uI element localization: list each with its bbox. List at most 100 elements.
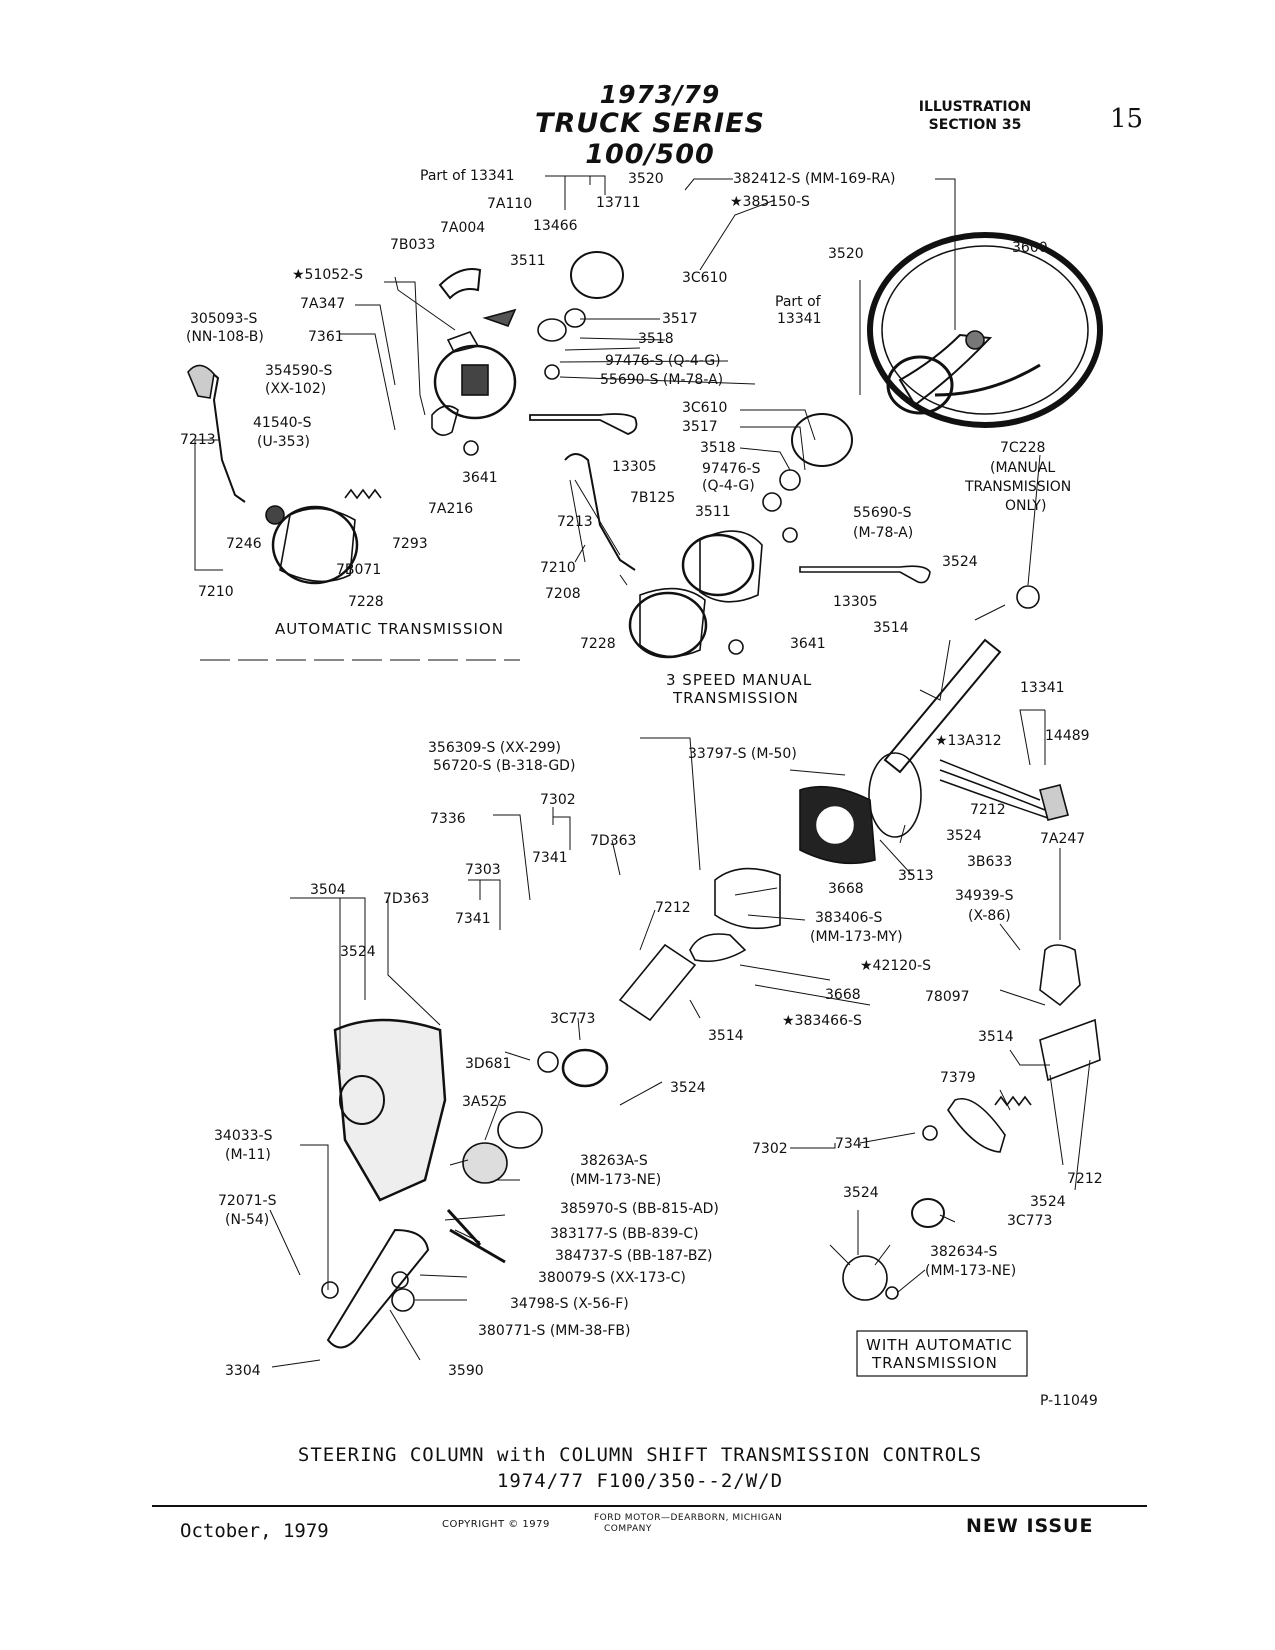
column-clamp-3668 [714,867,781,930]
shift-lever-13305-manual [799,565,931,584]
steering-wheel-spoke [898,333,993,407]
screw-3641 [463,440,479,456]
pin-72071 [321,1281,339,1299]
gear-sector [339,1075,385,1125]
label-13711: 13711 [596,195,641,211]
clamp-3668-lower [689,933,747,963]
label-transmission: TRANSMISSION [964,479,1071,495]
flange-3B633 [868,752,922,838]
label-7210-b: 7210 [540,560,576,576]
label-3524: 3524 [942,554,978,570]
label-p-11049: P-11049 [1040,1393,1098,1409]
footer-date: October, 1979 [180,1520,329,1542]
label-7341: 7341 [532,850,568,866]
label-3511-b: 3511 [695,504,731,520]
page-number: 15 [1110,104,1144,134]
label-13305-b: 13305 [833,594,878,610]
label-q-4-g: (Q-4-G) [702,478,755,494]
label-7a110: 7A110 [487,196,532,212]
label-385150-s: ★385150-S [730,194,810,210]
label-7293: 7293 [392,536,428,552]
footer-company-line2: COMPANY [604,1524,652,1534]
label-7341-c: 7341 [835,1136,871,1152]
footer-copyright: COPYRIGHT © 1979 [442,1519,550,1530]
shift-lever-7B125 [564,453,636,571]
steering-wheel-inner-rim [881,245,1089,415]
label-3518-b: 3518 [700,440,736,456]
retainer-nut [544,364,560,380]
label-13305: 13305 [612,459,657,475]
label-382412-s: 382412-S (MM-169-RA) [733,171,895,187]
label-380771-s: 380771-S (MM-38-FB) [478,1323,631,1339]
label-7302-b: 7302 [752,1141,788,1157]
label-7b125: 7B125 [630,490,675,506]
collar-7228-manual [628,591,708,659]
shift-arm-7A216 [431,405,459,436]
label-13a312: ★13A312 [935,733,1002,749]
label-7210: 7210 [198,584,234,600]
pin-7246 [265,505,285,525]
label-7212-b: 7212 [970,802,1006,818]
bearing-3C773 [561,1048,609,1088]
label-7302: 7302 [540,792,576,808]
label-3641-b: 3641 [790,636,826,652]
spring-7379 [994,1095,1032,1107]
label-part-of-13341: Part of 13341 [420,168,515,184]
label-354590-s: 354590-S [265,363,332,379]
label-305093-s: 305093-S [190,311,257,327]
label-7a216: 7A216 [428,501,473,517]
label-3c610: 3C610 [682,270,727,286]
with-automatic-box [856,1330,1028,1377]
shift-tube-3514 [1039,1018,1101,1082]
label-34798-s: 34798-S (X-56-F) [510,1296,629,1312]
label-3520: 3520 [628,171,664,187]
label-7341-b: 7341 [455,911,491,927]
label-97476-s: 97476-S (Q-4-G) [605,353,721,369]
label-38263a-s: 38263A-S [580,1153,648,1169]
shift-arm-7302 [947,1098,1006,1153]
label-3c610-b: 3C610 [682,400,727,416]
label-7212-c: 7212 [1067,1171,1103,1187]
label-manual: (MANUAL [990,460,1055,476]
label-3513: 3513 [898,868,934,884]
label-383177-s: 383177-S (BB-839-C) [550,1226,699,1242]
label-33797-s: 33797-S (M-50) [688,746,797,762]
lower-tube-3514 [618,943,697,1022]
label-34033-s: 34033-S [214,1128,273,1144]
label-3c773-b: 3C773 [1007,1213,1052,1229]
label-u-353: (U-353) [257,434,310,450]
bearing-ring [537,318,567,342]
label-3524-f: 3524 [843,1185,879,1201]
label-7b033: 7B033 [390,237,435,253]
steering-wheel-spoke-2 [934,363,1041,397]
bearing-manual [779,469,801,491]
shift-arm-7A247 [1039,944,1081,1007]
label-m-78-a: (M-78-A) [853,525,913,541]
label-382634-s: 382634-S [930,1244,997,1260]
collar-7228-auto [271,505,359,585]
label-3524-d: 3524 [946,828,982,844]
header-series: TRUCK SERIES 100/500 [535,108,765,170]
label-384737-s: 384737-S (BB-187-BZ) [555,1248,713,1264]
housing-slot [461,364,489,396]
label-3524-e: 3524 [1030,1194,1066,1210]
horn-button [965,330,985,350]
label-42120-s: ★42120-S [860,958,931,974]
footer-rule [152,1505,1147,1507]
label-3b633: 3B633 [967,854,1012,870]
label-3668: 3668 [828,881,864,897]
header-years: 1973/79 [599,80,721,109]
label-7a247: 7A247 [1040,831,1085,847]
cam-3524-right [842,1255,888,1301]
label-7303: 7303 [465,862,501,878]
pitman-arm-nut [391,1288,415,1312]
label-nn-108-b: (NN-108-B) [186,329,264,345]
label-56720-s: 56720-S (B-318-GD) [433,758,575,774]
wiring-harness-14489 [939,759,1049,819]
label-3514: 3514 [873,620,909,636]
diagram-caption: STEERING COLUMN with COLUMN SHIFT TRANSM… [297,1444,983,1466]
label-3511: 3511 [510,253,546,269]
label-3668-b: 3668 [825,987,861,1003]
spring-7293 [344,488,382,500]
